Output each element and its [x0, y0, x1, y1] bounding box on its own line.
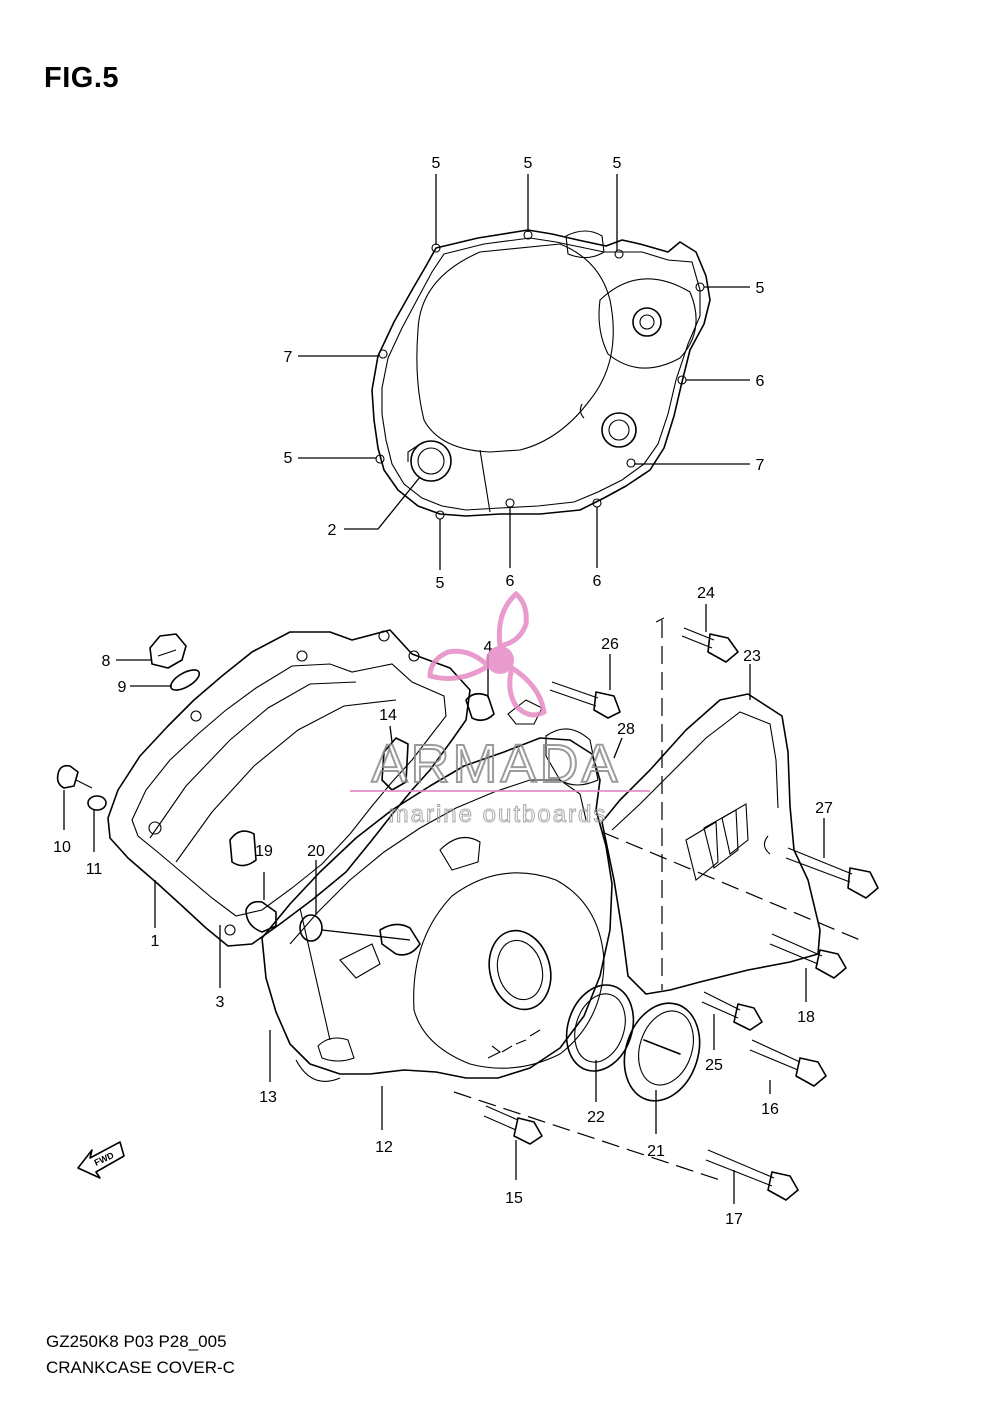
callout-4: 4 — [484, 639, 493, 656]
bolt-25 — [701, 991, 763, 1031]
diagram-code: GZ250K8 P03 P28_005 — [46, 1332, 227, 1351]
propeller-logo-icon — [427, 590, 547, 718]
callout-labels: 5 5 5 5 6 7 7 5 2 5 6 6 24 26 23 4 8 9 1… — [53, 155, 833, 1228]
alignment-line-a — [601, 831, 861, 941]
callout-9: 9 — [118, 679, 127, 696]
callout-10: 10 — [53, 839, 71, 856]
o-ring-20 — [299, 914, 323, 942]
callout-23: 23 — [743, 648, 761, 665]
sprocket-cover — [601, 617, 821, 995]
diagram-name: CRANKCASE COVER-C — [46, 1358, 235, 1377]
dowel-4 — [465, 692, 543, 725]
bolt-15 — [483, 1105, 543, 1145]
alignment-line-b — [453, 1091, 721, 1181]
callout-7: 7 — [284, 349, 293, 366]
bolt-17 — [705, 1149, 799, 1201]
callout-19: 19 — [255, 843, 273, 860]
cap-21 — [623, 1002, 701, 1102]
crankcase-gasket — [107, 629, 471, 947]
leader-lines — [63, 174, 825, 1204]
callout-12: 12 — [375, 1139, 393, 1156]
fwd-arrow-icon: FWD — [77, 1141, 125, 1179]
callout-28: 28 — [617, 721, 635, 738]
callout-8: 8 — [102, 653, 111, 670]
bolt-10 — [56, 764, 93, 789]
callout-18: 18 — [797, 1009, 815, 1026]
callout-5: 5 — [613, 155, 622, 172]
callout-5: 5 — [436, 575, 445, 592]
callout-5: 5 — [432, 155, 441, 172]
callout-5: 5 — [284, 450, 293, 467]
callout-25: 25 — [705, 1057, 723, 1074]
callout-21: 21 — [647, 1143, 665, 1160]
magneto-cover — [261, 728, 613, 1082]
oil-filler-cap — [149, 633, 187, 669]
callout-7: 7 — [756, 457, 765, 474]
callout-15: 15 — [505, 1190, 523, 1207]
clutch-cover-outer — [371, 229, 711, 520]
callout-3: 3 — [216, 994, 225, 1011]
o-ring-22 — [565, 984, 635, 1072]
callout-20: 20 — [307, 843, 325, 860]
callout-14: 14 — [379, 707, 397, 724]
callout-6: 6 — [756, 373, 765, 390]
plug-19 — [245, 900, 277, 933]
fwd-label: FWD — [93, 1150, 116, 1168]
callout-2: 2 — [328, 522, 337, 539]
bolt-18 — [769, 933, 847, 979]
bolt-16 — [749, 1039, 827, 1087]
callout-22: 22 — [587, 1109, 605, 1126]
callout-24: 24 — [697, 585, 715, 602]
callout-27: 27 — [815, 800, 833, 817]
dowel-14 — [381, 737, 409, 791]
washer-11 — [87, 795, 107, 811]
callout-6: 6 — [506, 573, 515, 590]
callout-1: 1 — [151, 933, 160, 950]
bolt-24 — [681, 627, 739, 663]
callout-13: 13 — [259, 1089, 277, 1106]
watermark-tagline: marine outboards — [389, 801, 608, 828]
callout-11: 11 — [86, 861, 103, 878]
callout-5: 5 — [524, 155, 533, 172]
bolt-27 — [785, 847, 879, 899]
o-ring-9 — [169, 669, 201, 691]
callout-17: 17 — [725, 1211, 743, 1228]
watermark-brand: ARMADA — [371, 734, 620, 794]
bolt-26 — [549, 681, 621, 719]
callout-26: 26 — [601, 636, 619, 653]
callout-5: 5 — [756, 280, 765, 297]
figure-title: FIG.5 — [44, 62, 120, 94]
armada-watermark: ARMADA marine outboards — [350, 590, 650, 829]
callout-6: 6 — [593, 573, 602, 590]
callout-16: 16 — [761, 1101, 779, 1118]
